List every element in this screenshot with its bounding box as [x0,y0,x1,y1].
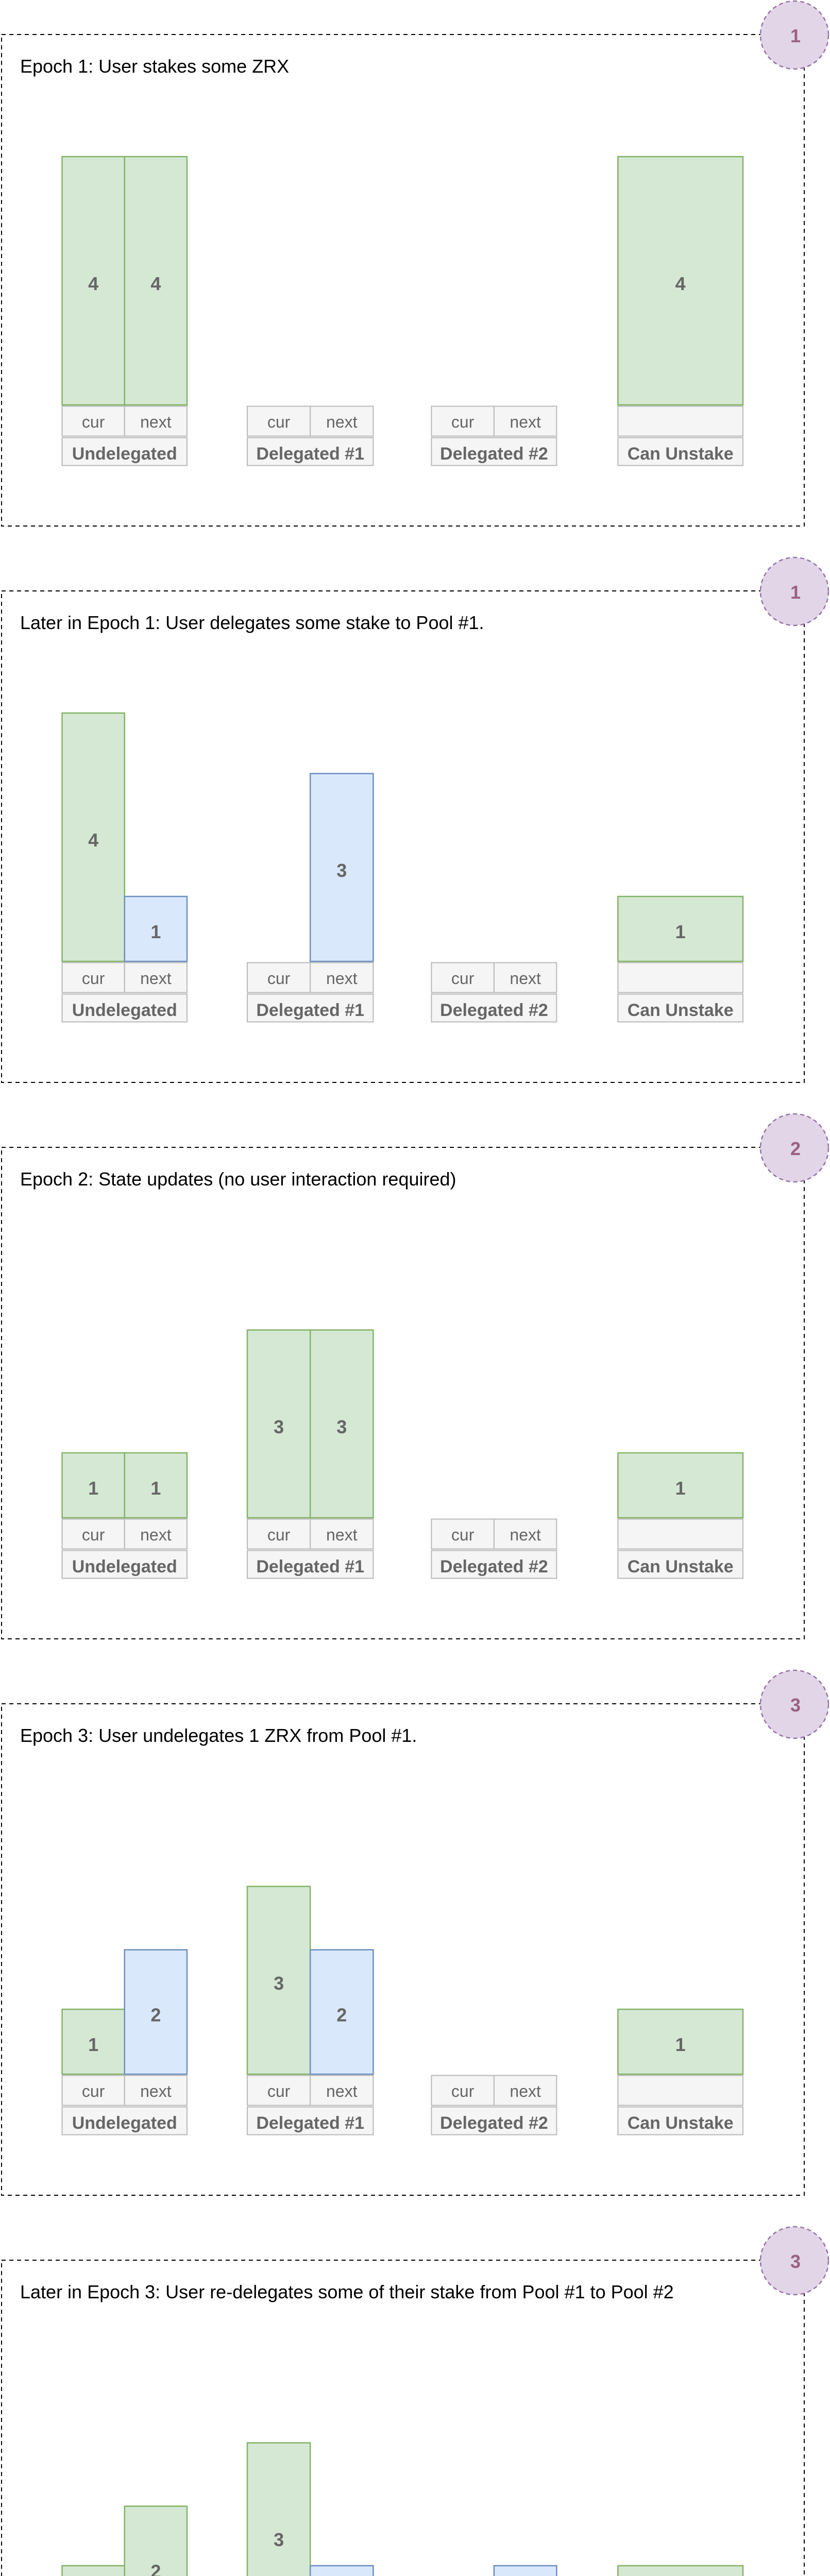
svg-text:1: 1 [150,1478,161,1499]
svg-text:next: next [510,969,541,988]
svg-text:Later in Epoch 3: User re-dele: Later in Epoch 3: User re-delegates some… [20,2281,674,2302]
svg-text:4: 4 [88,273,98,294]
svg-text:next: next [510,2082,541,2100]
svg-text:1: 1 [790,25,801,46]
svg-text:3: 3 [274,1973,284,1994]
svg-text:cur: cur [82,969,105,988]
svg-text:Can Unstake: Can Unstake [628,444,734,464]
svg-text:4: 4 [675,273,686,294]
svg-text:2: 2 [150,2004,161,2025]
svg-text:Delegated #1: Delegated #1 [256,444,364,464]
svg-text:3: 3 [336,860,347,881]
svg-text:next: next [510,413,541,431]
svg-text:cur: cur [451,413,475,431]
svg-text:cur: cur [267,2082,291,2100]
svg-text:next: next [326,969,358,988]
svg-text:4: 4 [88,829,98,851]
svg-text:next: next [140,2082,172,2100]
svg-text:next: next [140,413,172,431]
svg-text:cur: cur [267,413,291,431]
svg-text:Epoch 2: State updates (no use: Epoch 2: State updates (no user interact… [20,1168,456,1190]
svg-text:Can Unstake: Can Unstake [628,1001,734,1020]
svg-text:next: next [140,969,172,988]
svg-text:next: next [326,1526,358,1544]
svg-text:Undelegated: Undelegated [72,2113,177,2133]
svg-text:Undelegated: Undelegated [72,1557,177,1577]
svg-text:cur: cur [82,1526,105,1544]
svg-text:cur: cur [451,1526,475,1544]
svg-text:Undelegated: Undelegated [72,1001,177,1020]
svg-text:Undelegated: Undelegated [72,444,177,464]
svg-text:2: 2 [336,2004,347,2025]
svg-text:next: next [326,413,358,431]
svg-text:1: 1 [675,2034,686,2055]
svg-text:1: 1 [150,921,161,942]
svg-text:3: 3 [274,1416,284,1437]
svg-text:Epoch 1: User stakes some ZRX: Epoch 1: User stakes some ZRX [20,56,289,77]
svg-text:Delegated #1: Delegated #1 [256,1557,364,1577]
svg-text:cur: cur [82,413,105,431]
svg-text:3: 3 [790,1694,801,1716]
svg-text:Delegated #1: Delegated #1 [256,1001,364,1020]
svg-text:1: 1 [88,2034,98,2055]
svg-text:cur: cur [267,969,291,988]
svg-text:cur: cur [451,2082,475,2100]
svg-text:next: next [510,1526,541,1544]
svg-text:3: 3 [336,1416,347,1437]
svg-text:1: 1 [675,921,686,942]
svg-text:Delegated #1: Delegated #1 [256,2113,364,2133]
svg-text:Can Unstake: Can Unstake [628,2113,734,2133]
svg-text:2: 2 [150,2561,161,2576]
svg-text:next: next [326,2082,358,2100]
svg-text:Delegated #2: Delegated #2 [440,444,548,464]
svg-text:3: 3 [274,2529,284,2550]
svg-text:next: next [140,1526,172,1544]
svg-text:4: 4 [150,273,161,294]
svg-text:Later in Epoch 1: User delegat: Later in Epoch 1: User delegates some st… [20,612,484,633]
svg-text:Delegated #2: Delegated #2 [440,1001,548,1020]
svg-text:cur: cur [267,1526,291,1544]
svg-text:cur: cur [82,2082,105,2100]
svg-text:Delegated #2: Delegated #2 [440,1557,548,1577]
svg-text:Delegated #2: Delegated #2 [440,2113,548,2133]
svg-text:3: 3 [790,2251,801,2272]
svg-text:2: 2 [790,1138,801,1159]
svg-text:1: 1 [790,582,801,603]
svg-text:Epoch 3: User undelegates 1 ZR: Epoch 3: User undelegates 1 ZRX from Poo… [20,1725,417,1746]
svg-text:cur: cur [451,969,475,988]
svg-text:1: 1 [88,1478,98,1499]
svg-text:1: 1 [675,1478,686,1499]
svg-text:Can Unstake: Can Unstake [628,1557,734,1577]
